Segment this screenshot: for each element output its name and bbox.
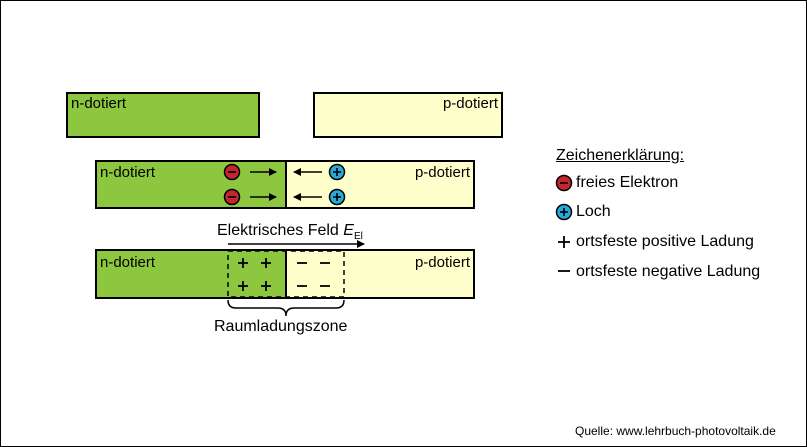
p-label: p-dotiert	[442, 95, 498, 112]
zone-label: Raumladungszone	[214, 318, 348, 335]
p-block-junction: p-dotiert	[285, 249, 475, 299]
space-charge-region	[227, 250, 345, 298]
p-label: p-dotiert	[414, 164, 470, 181]
field-subscript: El	[353, 231, 363, 243]
legend-hole: Loch	[576, 203, 611, 220]
legend-negative: ortsfeste negative Ladung	[576, 263, 761, 280]
p-block-separated: p-dotiert	[313, 92, 503, 138]
electron-icon	[223, 163, 241, 181]
hole-icon	[328, 188, 346, 206]
fixed-positive-charges	[238, 258, 271, 291]
legend-title: Zeichenerklärung:	[556, 147, 685, 164]
p-label: p-dotiert	[414, 254, 470, 271]
legend-positive: ortsfeste positive Ladung	[576, 233, 754, 250]
field-symbol: E	[343, 222, 354, 239]
n-label: n-dotiert	[100, 254, 156, 271]
fixed-negative-charges	[297, 262, 330, 287]
n-block-separated: n-dotiert	[66, 92, 260, 138]
electron-icon	[555, 174, 573, 192]
hole-icon	[555, 203, 573, 221]
n-label: n-dotiert	[100, 164, 156, 181]
n-label: n-dotiert	[71, 95, 127, 112]
hole-icon	[328, 163, 346, 181]
n-block-joined: n-dotiert	[95, 160, 287, 209]
brace-icon	[227, 299, 345, 317]
source-credit: Quelle: www.lehrbuch-photovoltaik.de	[575, 424, 776, 438]
plus-icon	[558, 236, 570, 248]
electron-icon	[223, 188, 241, 206]
field-label: Elektrisches Feld EEl	[217, 222, 363, 243]
p-block-joined: p-dotiert	[285, 160, 475, 209]
legend-electron: freies Elektron	[576, 174, 679, 191]
